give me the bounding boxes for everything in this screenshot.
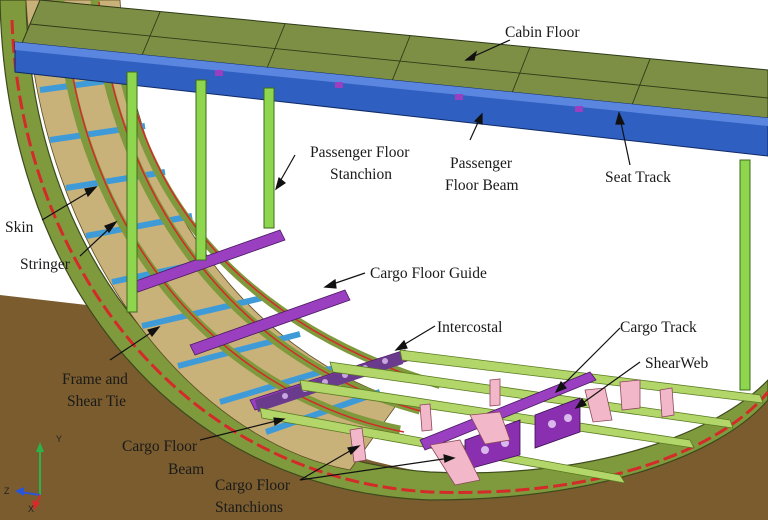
- label-cargo-floor-stanchions-line2: Stanchions: [215, 499, 283, 516]
- label-passenger-floor-stanchion-line1: Passenger Floor: [310, 144, 410, 161]
- label-cargo-track: Cargo Track: [620, 319, 697, 336]
- label-cabin-floor: Cabin Floor: [505, 24, 580, 41]
- label-intercostal: Intercostal: [437, 319, 502, 336]
- label-cargo-floor-beam-line2: Beam: [168, 461, 204, 478]
- axis-triad: Y Z X: [4, 434, 62, 514]
- axis-label-x: X: [28, 504, 34, 514]
- label-passenger-floor-beam-line2: Floor Beam: [445, 177, 519, 194]
- passenger-floor-beam: [14, 41, 768, 157]
- passenger-floor-stanchions: [126, 71, 751, 391]
- ground-plane: [0, 295, 768, 520]
- leader-lines: [41, 39, 641, 481]
- label-cargo-floor-beam-line1: Cargo Floor: [122, 438, 198, 455]
- cargo-track: [419, 371, 597, 451]
- label-frame-and-shear-tie-line2: Shear Tie: [67, 393, 126, 410]
- label-cargo-floor-stanchions-line1: Cargo Floor: [215, 477, 291, 494]
- label-passenger-floor-beam-line1: Passenger: [450, 155, 513, 172]
- label-skin: Skin: [5, 219, 34, 236]
- axis-label-z: Z: [4, 486, 10, 496]
- label-frame-and-shear-tie-line1: Frame and: [62, 371, 128, 388]
- label-shear-web: ShearWeb: [645, 355, 709, 372]
- cabin-floor: [19, 0, 768, 126]
- part-labels: Cabin Floor Passenger Floor Stanchion Pa…: [5, 24, 709, 516]
- label-seat-track: Seat Track: [605, 169, 671, 186]
- cargo-floor-stanchions: [349, 378, 675, 486]
- label-stringer: Stringer: [20, 256, 71, 273]
- axis-label-y: Y: [56, 434, 62, 444]
- label-passenger-floor-stanchion-line2: Stanchion: [330, 166, 392, 183]
- label-cargo-floor-guide: Cargo Floor Guide: [370, 265, 487, 282]
